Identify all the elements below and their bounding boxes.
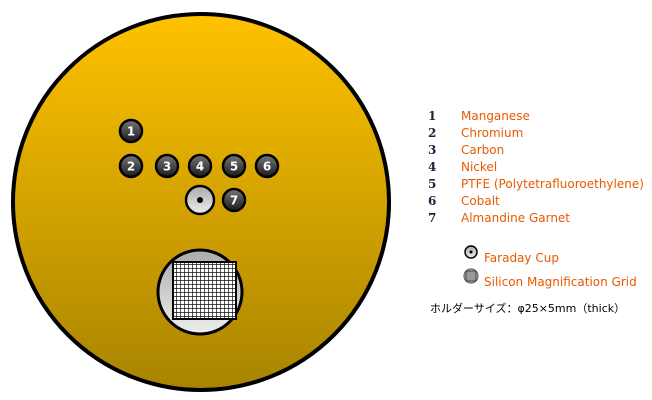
silicon-grid-icon [463,268,479,284]
faraday-cup-icon [464,245,478,259]
sample-hole-number: 6 [263,160,271,174]
legend-item: 7 Almandine Garnet [428,209,644,226]
legend-label: Carbon [461,142,505,157]
sample-hole-number: 3 [163,160,171,174]
legend-item: 6 Cobalt [428,192,644,209]
holder-size-text: ホルダーサイズ：φ25×5mm（thick） [430,302,626,315]
legend-label: Cobalt [461,193,500,208]
silicon-grid-mount [156,248,244,336]
sample-hole-2: 2 [118,153,144,179]
sample-legend: 1 Manganese 2 Chromium 3 Carbon 4 Nickel 5 PTFE (… [428,107,644,226]
legend-number: 4 [428,159,437,174]
silicon-grid-label: Silicon Magnification Grid [484,275,637,289]
legend-item: 3 Carbon [428,141,644,158]
faraday-cup-label: Faraday Cup [484,251,559,265]
sample-hole-number: 5 [230,160,238,174]
legend-item: 4 Nickel [428,158,644,175]
sample-hole-number: 4 [196,160,204,174]
sample-hole-number: 2 [127,160,135,174]
sample-hole-number: 1 [127,125,135,139]
legend-label: Almandine Garnet [461,210,571,225]
legend-number: 2 [428,125,437,140]
sample-hole-6: 6 [254,153,280,179]
legend-label: PTFE (Polytetrafluoroethylene) [461,176,644,191]
legend-label: Chromium [461,125,524,140]
legend-label: Nickel [461,159,498,174]
legend-number: 5 [428,176,437,191]
legend-item: 2 Chromium [428,124,644,141]
legend-item: 5 PTFE (Polytetrafluoroethylene) [428,175,644,192]
legend-number: 1 [428,108,437,123]
sample-hole-number: 7 [230,194,238,208]
sample-hole-7: 7 [221,187,247,213]
sample-hole-1: 1 [118,118,144,144]
faraday-cup [184,184,216,216]
legend-label: Manganese [461,108,530,123]
sample-hole-3: 3 [154,153,180,179]
legend-number: 3 [428,142,437,157]
sample-hole-5: 5 [221,153,247,179]
legend-number: 6 [428,193,437,208]
legend-number: 7 [428,210,437,225]
legend-item: 1 Manganese [428,107,644,124]
sample-hole-4: 4 [187,153,213,179]
